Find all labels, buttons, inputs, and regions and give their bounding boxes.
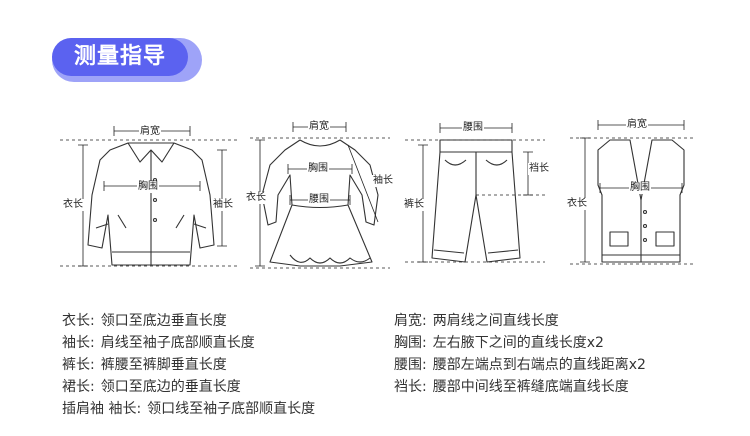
dress-length-label: 衣长: [245, 192, 267, 204]
definition-item: 裆长:腰部中间线至裤缝底端直线长度: [394, 379, 629, 395]
jacket-length-label: 衣长: [62, 199, 84, 211]
dress-shoulder-label: 肩宽: [308, 121, 330, 133]
jacket-illustration: [87, 142, 215, 266]
jacket-sleeve-label: 袖长: [212, 199, 234, 211]
definition-item: 插肩袖 袖长:领口线至袖子底部顺直长度: [62, 401, 316, 417]
vest-shoulder-label: 肩宽: [626, 119, 648, 131]
dress-chest-label: 胸围: [307, 163, 329, 175]
vest-length-label: 衣长: [566, 198, 588, 210]
definition-item: 裙长:领口至底边的垂直长度: [62, 379, 241, 395]
pants-rise-label: 裆长: [528, 163, 550, 175]
jacket-shoulder-label: 肩宽: [139, 126, 161, 138]
page-title: 测量指导: [52, 38, 188, 76]
definition-item: 袖长:肩线至袖子底部顺直长度: [62, 335, 255, 351]
definition-item: 衣长:领口至底边垂直长度: [62, 313, 227, 329]
pants-length-label: 裤长: [403, 199, 425, 211]
definition-item: 肩宽:两肩线之间直线长度: [394, 313, 559, 329]
title-badge: 测量指导: [52, 38, 202, 82]
pants-waist-label: 腰围: [462, 122, 484, 134]
dress-sleeve-label: 袖长: [372, 175, 394, 187]
pants-illustration: [431, 139, 521, 263]
definition-item: 胸围:左右腋下之间的直线长度x2: [394, 335, 604, 351]
jacket-chest-label: 胸围: [137, 181, 159, 193]
definition-item: 裤长:裤腰至裤脚垂直长度: [62, 357, 227, 373]
definition-item: 腰围:腰部左端点到右端点的直线距离x2: [394, 357, 646, 373]
vest-illustration: [597, 139, 685, 263]
dress-illustration: [261, 139, 379, 267]
dress-waist-label: 腰围: [308, 194, 330, 206]
vest-chest-label: 胸围: [629, 182, 651, 194]
